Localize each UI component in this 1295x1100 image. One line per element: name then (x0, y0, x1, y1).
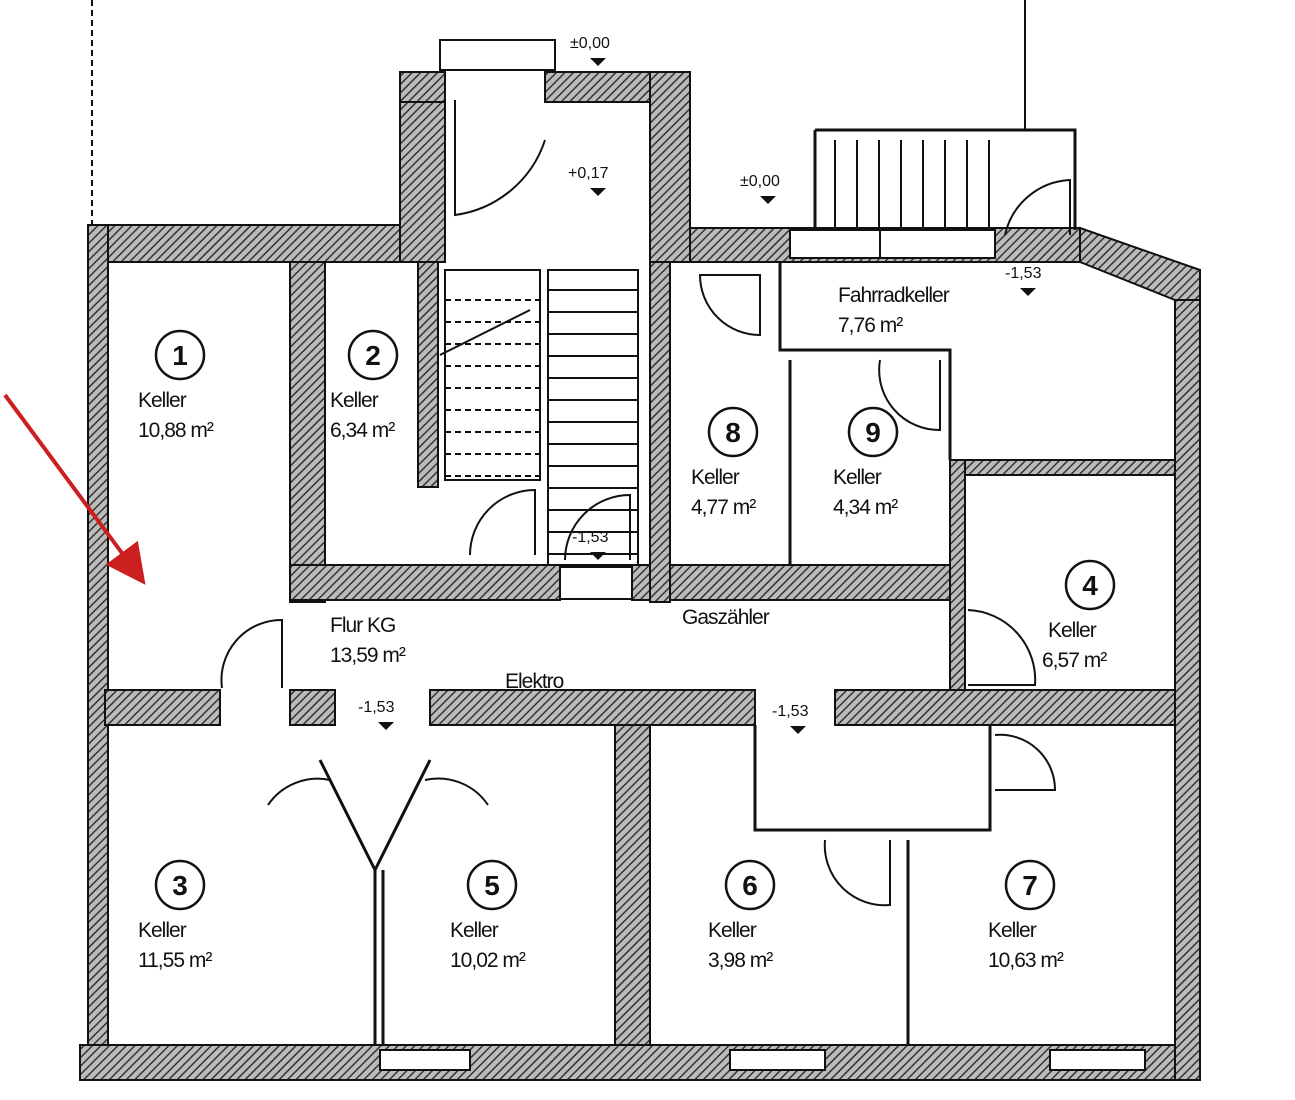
doors (220, 39, 1071, 907)
room-4: 4 Keller 6,57 m² (1042, 559, 1116, 672)
walls (79, 71, 1201, 1081)
room-area: 3,98 m² (708, 949, 773, 972)
room-9: 9 Keller 4,34 m² (833, 406, 899, 519)
room-6: 6 Keller 3,98 m² (708, 859, 776, 972)
room-name: Keller (138, 389, 187, 412)
level-mark: -1,53 (772, 703, 809, 720)
flur-area: 13,59 m² (330, 644, 406, 667)
level-mark: ±0,00 (740, 173, 780, 190)
room-number: 2 (365, 340, 381, 371)
room-number: 5 (484, 870, 500, 901)
room-8: 8 Keller 4,77 m² (691, 406, 759, 519)
room-1: 1 Keller 10,88 m² (138, 329, 215, 442)
level-mark: ±0,00 (570, 35, 610, 52)
room-3: 3 Keller 11,55 m² (138, 859, 213, 972)
room-number: 9 (865, 417, 881, 448)
room-name: Keller (691, 466, 740, 489)
room-number: 1 (172, 340, 188, 371)
room-area: 10,88 m² (138, 419, 214, 442)
room-name: Keller (330, 389, 379, 412)
room-5: 5 Keller 10,02 m² (450, 859, 527, 972)
room-7: 7 Keller 10,63 m² (988, 859, 1065, 972)
level-mark: -1,53 (1005, 265, 1042, 282)
level-mark: -1,53 (572, 529, 609, 546)
fahrradkeller-name: Fahrradkeller (838, 284, 950, 307)
windows (379, 229, 1146, 1071)
level-markers: ±0,00 +0,17 ±0,00 -1,53 -1,53 -1,53 -1,5… (358, 35, 1042, 734)
room-name: Keller (708, 919, 757, 942)
room-area: 4,34 m² (833, 496, 898, 519)
room-area: 4,77 m² (691, 496, 756, 519)
room-number-circle (154, 329, 206, 381)
room-name: Keller (833, 466, 882, 489)
room-number: 3 (172, 870, 188, 901)
room-area: 10,63 m² (988, 949, 1064, 972)
level-mark: +0,17 (568, 165, 609, 182)
level-mark: -1,53 (358, 699, 395, 716)
gas-meter-label: Gaszähler (682, 606, 770, 629)
room-number: 6 (742, 870, 758, 901)
room-number: 4 (1082, 570, 1098, 601)
room-2: 2 Keller 6,34 m² (330, 329, 399, 442)
thin-partitions (318, 128, 1077, 1045)
room-area: 11,55 m² (138, 949, 212, 972)
room-area: 6,34 m² (330, 419, 395, 442)
red-arrow (3, 393, 146, 585)
room-area: 10,02 m² (450, 949, 526, 972)
room-number: 8 (725, 417, 741, 448)
room-number: 7 (1022, 870, 1038, 901)
room-area: 6,57 m² (1042, 649, 1107, 672)
fahrradkeller-area: 7,76 m² (838, 314, 903, 337)
room-name: Keller (450, 919, 499, 942)
flur-name: Flur KG (330, 614, 395, 637)
room-name: Keller (138, 919, 187, 942)
stairs (439, 269, 639, 566)
electric-label: Elektro (505, 670, 564, 693)
room-name: Keller (988, 919, 1037, 942)
stairs-outside (834, 140, 990, 228)
room-name: Keller (1048, 619, 1097, 642)
